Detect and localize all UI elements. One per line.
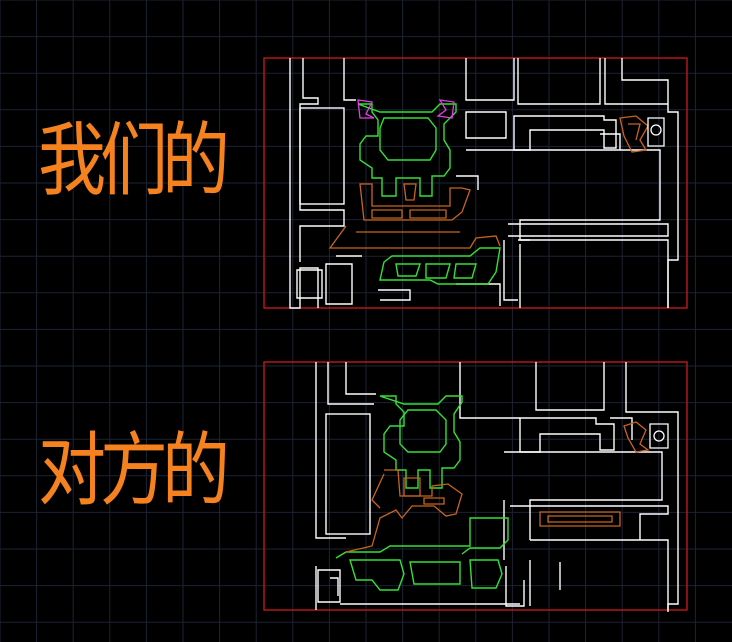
thermal-break-insert-top	[328, 115, 649, 249]
label-ours: 我们的	[38, 114, 230, 209]
section-detail-ours[interactable]	[263, 57, 688, 309]
frame-border-top	[263, 57, 688, 309]
section-detail-theirs[interactable]	[263, 361, 688, 612]
aluminum-profile-top	[289, 58, 679, 309]
hinge-detail-top	[647, 117, 665, 147]
thermal-break-insert-bottom	[345, 421, 650, 553]
aluminum-profile-bottom	[315, 362, 679, 612]
clip-profile-top	[357, 99, 455, 119]
gasket-profile-bottom	[335, 395, 509, 591]
frame-border-bottom	[263, 361, 688, 611]
label-theirs: 对方的	[38, 424, 230, 519]
hinge-detail-bottom	[649, 423, 669, 449]
gasket-profile-top	[357, 103, 501, 285]
